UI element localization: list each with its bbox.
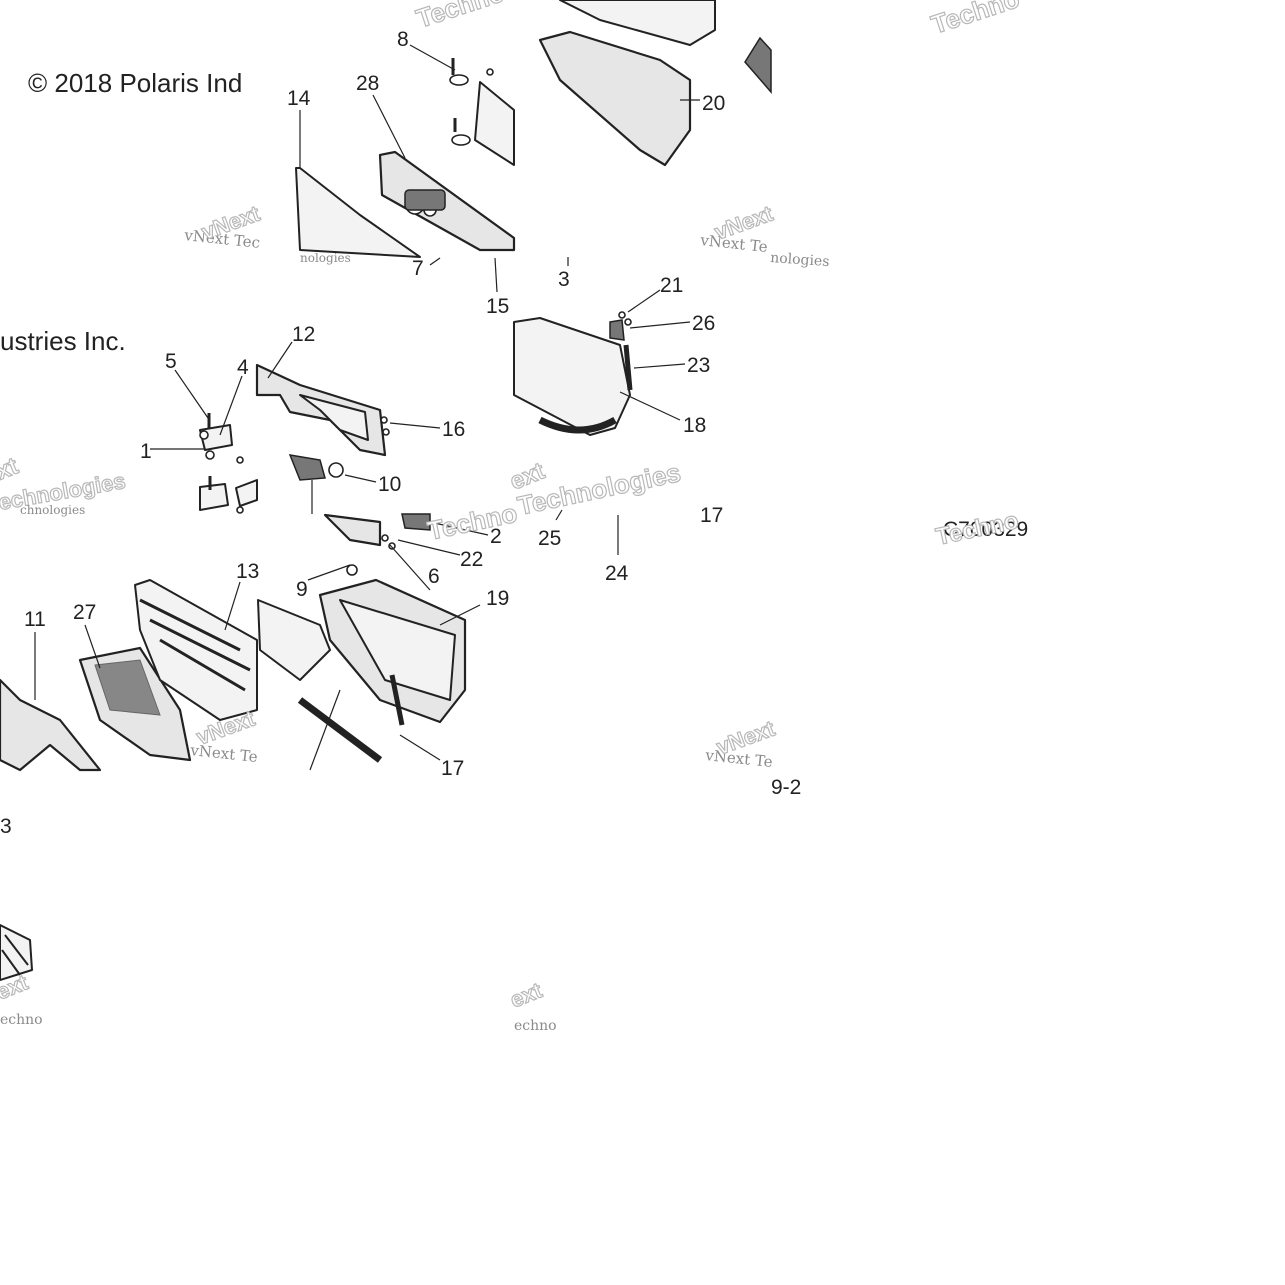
svg-text:22: 22 bbox=[460, 548, 483, 571]
svg-text:28: 28 bbox=[356, 72, 379, 95]
svg-text:5: 5 bbox=[165, 350, 177, 373]
svg-text:24: 24 bbox=[605, 562, 629, 585]
door-seal-18 bbox=[513, 317, 631, 436]
svg-text:16: 16 bbox=[442, 418, 465, 441]
door-insert-13 bbox=[134, 579, 258, 721]
drawing-code-fragment: C700329 bbox=[943, 518, 1028, 541]
svg-text:18: 18 bbox=[683, 414, 706, 437]
door-panel-14 bbox=[295, 167, 421, 258]
svg-text:3: 3 bbox=[0, 815, 12, 838]
svg-text:ext: ext bbox=[507, 977, 546, 1012]
tile-hinge-parts: 5 4 1 xt echnologies chnologies bbox=[0, 350, 258, 517]
svg-text:19: 19 bbox=[486, 587, 509, 610]
svg-text:21: 21 bbox=[660, 274, 683, 297]
copyright-text-end: ustries Inc. bbox=[0, 326, 126, 356]
svg-text:nologies: nologies bbox=[300, 251, 351, 265]
svg-text:chnologies: chnologies bbox=[20, 503, 85, 517]
svg-text:12: 12 bbox=[292, 323, 315, 346]
svg-text:9: 9 bbox=[296, 578, 308, 601]
copyright-text-start: © 2018 Polaris Ind bbox=[28, 68, 243, 98]
svg-text:1: 1 bbox=[140, 440, 152, 463]
svg-text:6: 6 bbox=[428, 565, 440, 588]
bolt-set-8 bbox=[449, 58, 494, 146]
svg-text:Techno: Techno bbox=[425, 498, 520, 546]
tile-lower-center-parts: 9 6 22 2 19 17 25 24 17 Techno Technolog… bbox=[257, 456, 723, 780]
svg-text:echno: echno bbox=[514, 1018, 557, 1034]
svg-text:xt: xt bbox=[0, 453, 22, 486]
svg-text:14: 14 bbox=[287, 87, 311, 110]
svg-text:nologies: nologies bbox=[770, 250, 830, 270]
svg-text:3: 3 bbox=[558, 268, 570, 291]
svg-text:25: 25 bbox=[538, 527, 561, 550]
svg-text:15: 15 bbox=[486, 295, 509, 318]
tile-seal-parts: 21 26 23 18 ext bbox=[506, 274, 716, 496]
svg-text:10: 10 bbox=[378, 473, 401, 496]
svg-text:26: 26 bbox=[692, 312, 715, 335]
svg-text:27: 27 bbox=[73, 601, 96, 624]
svg-text:17: 17 bbox=[700, 504, 723, 527]
svg-text:Techno: Techno bbox=[934, 507, 1021, 551]
svg-text:echno: echno bbox=[0, 1012, 43, 1028]
storage-tray-20 bbox=[538, 30, 692, 167]
svg-text:2: 2 bbox=[490, 525, 502, 548]
svg-text:8: 8 bbox=[397, 28, 409, 51]
svg-text:4: 4 bbox=[237, 356, 249, 379]
svg-text:13: 13 bbox=[236, 560, 259, 583]
svg-text:20: 20 bbox=[702, 92, 725, 115]
svg-text:11: 11 bbox=[24, 608, 46, 631]
tile-upper-right-parts: 20 vNext Te vNext nologies bbox=[538, 0, 830, 270]
latch-plate-28 bbox=[378, 150, 516, 252]
svg-text:17: 17 bbox=[441, 757, 464, 780]
svg-text:Techno: Techno bbox=[928, 0, 1023, 40]
svg-text:9-2: 9-2 bbox=[771, 776, 801, 799]
svg-text:23: 23 bbox=[687, 354, 710, 377]
tile-frame-parts: 12 16 10 7 15 bbox=[255, 257, 509, 514]
tile-lower-left-parts: 11 27 13 vNext Te vNext bbox=[0, 560, 259, 772]
svg-text:7: 7 bbox=[412, 257, 424, 280]
frame-11 bbox=[0, 678, 102, 772]
